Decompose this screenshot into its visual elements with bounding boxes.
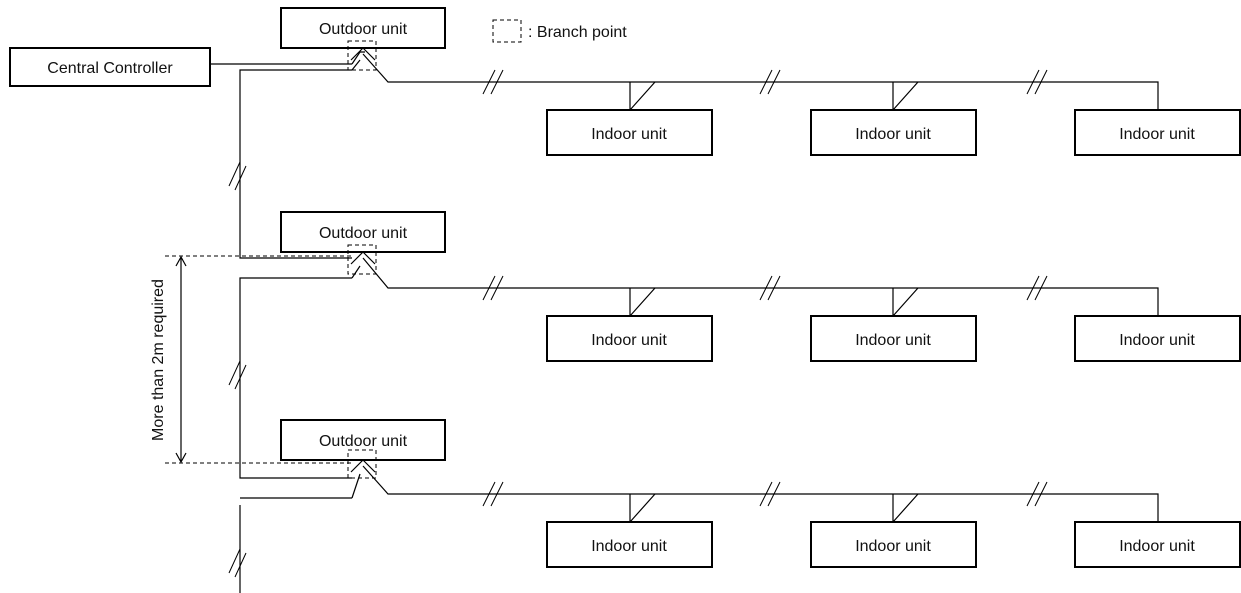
branch-point bbox=[347, 244, 377, 275]
indoor-drop-wire bbox=[629, 287, 656, 317]
central-trunk bbox=[228, 59, 361, 593]
outdoor-unit-label: Outdoor unit bbox=[319, 21, 408, 38]
indoor-drop-wire bbox=[629, 493, 656, 523]
indoor-unit-label: Indoor unit bbox=[1119, 126, 1195, 143]
indoor-unit-box bbox=[546, 109, 713, 156]
indoor-drop-wire bbox=[629, 81, 656, 111]
break-mark bbox=[482, 69, 504, 95]
controller-branch-wire bbox=[351, 51, 365, 65]
indoor-drop-wire bbox=[892, 81, 919, 111]
indoor-bus-wire bbox=[362, 465, 1159, 522]
indoor-unit-label: Indoor unit bbox=[855, 126, 931, 143]
indoor-unit-box bbox=[546, 521, 713, 568]
indoor-unit-label: Indoor unit bbox=[591, 538, 667, 555]
indoor-unit-label: Indoor unit bbox=[1119, 538, 1195, 555]
break-mark bbox=[759, 275, 781, 301]
break-mark bbox=[759, 481, 781, 507]
break-mark bbox=[1026, 275, 1048, 301]
spacing-dimension: More than 2m required bbox=[150, 255, 352, 464]
legend: : Branch point bbox=[492, 19, 627, 43]
indoor-unit-box bbox=[810, 109, 977, 156]
outdoor-branch-wire bbox=[350, 459, 376, 473]
indoor-unit-label: Indoor unit bbox=[855, 332, 931, 349]
central-controller: Central Controller bbox=[9, 47, 211, 87]
branch-point bbox=[347, 449, 377, 479]
indoor-drop-wire bbox=[892, 287, 919, 317]
legend-text: : Branch point bbox=[528, 24, 627, 41]
outdoor-unit-label: Outdoor unit bbox=[319, 225, 408, 242]
branch-point bbox=[347, 40, 377, 71]
trunk-segment bbox=[239, 69, 352, 259]
row-3: Outdoor unit Indoor unit Indoor unit Ind… bbox=[280, 419, 1241, 568]
outdoor-unit-label: Outdoor unit bbox=[319, 433, 408, 450]
indoor-unit-box bbox=[1074, 109, 1241, 156]
branch-point-legend-icon bbox=[492, 19, 522, 43]
central-controller-label: Central Controller bbox=[47, 60, 173, 77]
indoor-unit-label: Indoor unit bbox=[591, 126, 667, 143]
indoor-unit-label: Indoor unit bbox=[855, 538, 931, 555]
break-mark bbox=[228, 360, 247, 390]
trunk-branch bbox=[351, 59, 361, 71]
indoor-unit-box bbox=[810, 521, 977, 568]
outdoor-unit-box bbox=[280, 419, 446, 461]
arrow-head-down-icon bbox=[175, 452, 187, 464]
break-mark bbox=[759, 69, 781, 95]
outdoor-branch-wire bbox=[350, 251, 376, 265]
indoor-unit-box bbox=[1074, 315, 1241, 362]
trunk-branch bbox=[351, 473, 361, 499]
indoor-bus-wire bbox=[362, 53, 1159, 110]
break-mark bbox=[1026, 69, 1048, 95]
break-mark bbox=[228, 161, 247, 191]
row-2: Outdoor unit Indoor unit Indoor unit Ind… bbox=[280, 211, 1241, 362]
break-mark bbox=[482, 275, 504, 301]
indoor-unit-label: Indoor unit bbox=[1119, 332, 1195, 349]
indoor-drop-wire bbox=[892, 493, 919, 523]
central-controller-box bbox=[9, 47, 211, 87]
trunk-branch bbox=[351, 265, 361, 279]
indoor-unit-box bbox=[1074, 521, 1241, 568]
indoor-unit-box bbox=[546, 315, 713, 362]
break-mark bbox=[482, 481, 504, 507]
break-mark bbox=[228, 548, 247, 578]
indoor-unit-box bbox=[810, 315, 977, 362]
row-1: Outdoor unit Indoor unit Indoor unit Ind… bbox=[280, 7, 1241, 156]
break-mark bbox=[1026, 481, 1048, 507]
arrow-head-up-icon bbox=[175, 255, 187, 267]
dimension-text: More than 2m required bbox=[150, 279, 167, 441]
indoor-bus-wire bbox=[362, 257, 1159, 316]
outdoor-branch-wire bbox=[350, 47, 376, 61]
indoor-unit-label: Indoor unit bbox=[591, 332, 667, 349]
